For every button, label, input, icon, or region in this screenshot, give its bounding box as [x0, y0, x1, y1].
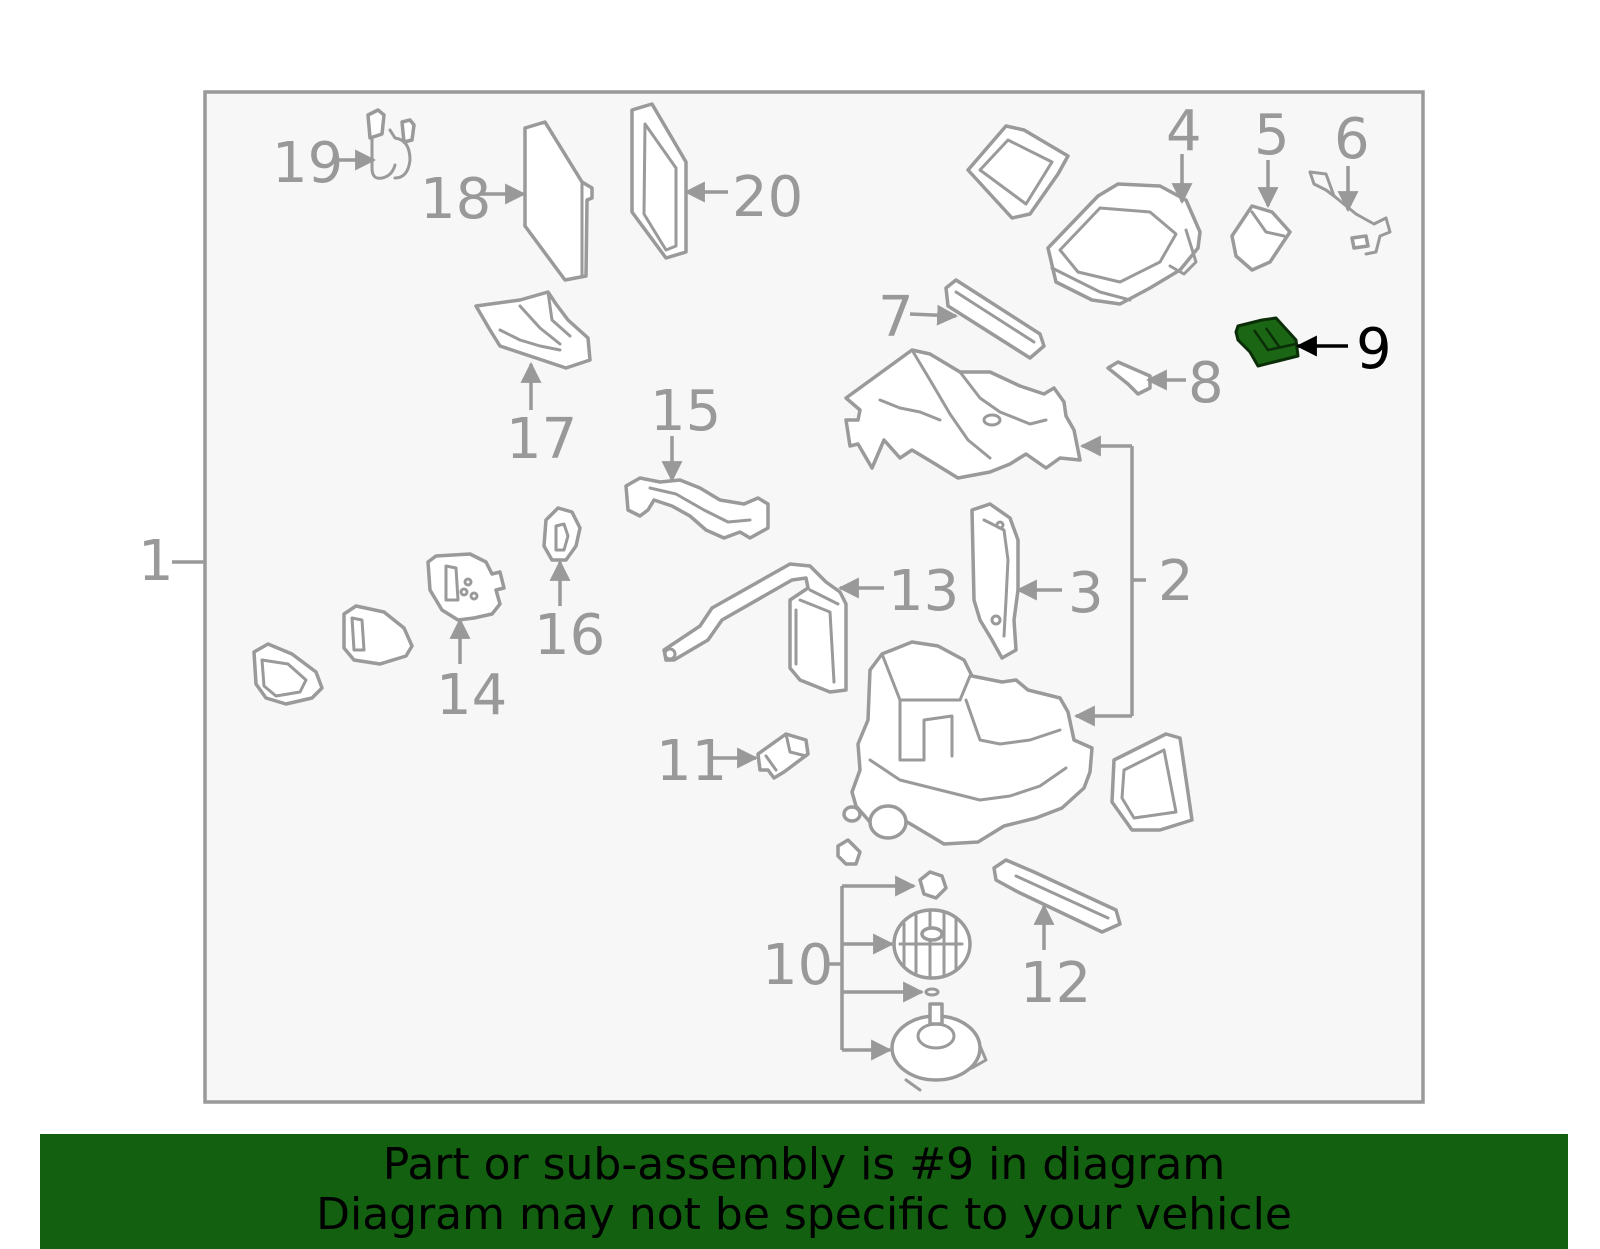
- svg-text:20: 20: [732, 165, 803, 230]
- part-6[interactable]: [1308, 170, 1392, 256]
- callout-19[interactable]: 19: [272, 131, 377, 196]
- callout-8[interactable]: 8: [1145, 351, 1224, 416]
- svg-text:1: 1: [138, 529, 174, 594]
- part-2-upper-housing[interactable]: [844, 348, 1082, 480]
- callout-12[interactable]: 12: [1020, 903, 1091, 1016]
- callout-5[interactable]: 5: [1254, 103, 1290, 209]
- svg-text:15: 15: [650, 379, 721, 444]
- callout-2[interactable]: 2: [1073, 435, 1194, 727]
- callout-20[interactable]: 20: [683, 165, 803, 230]
- svg-text:3: 3: [1068, 561, 1104, 626]
- svg-text:13: 13: [888, 559, 959, 624]
- callout-13[interactable]: 13: [837, 559, 959, 624]
- part-16[interactable]: [542, 506, 582, 562]
- part-11[interactable]: [756, 732, 810, 780]
- part-10[interactable]: [890, 870, 988, 1092]
- part-5[interactable]: [1230, 204, 1292, 272]
- svg-text:12: 12: [1020, 951, 1091, 1016]
- callout-18[interactable]: 18: [420, 167, 527, 232]
- banner-line-2: Diagram may not be specific to your vehi…: [316, 1189, 1292, 1240]
- callout-9[interactable]: 9: [1295, 317, 1392, 382]
- part-13[interactable]: [662, 562, 848, 694]
- callout-7[interactable]: 7: [878, 285, 959, 350]
- part-20[interactable]: [630, 102, 688, 260]
- callout-16[interactable]: 16: [534, 559, 605, 668]
- callout-4[interactable]: 4: [1166, 99, 1202, 205]
- svg-text:14: 14: [436, 663, 507, 728]
- part-14[interactable]: [252, 552, 506, 706]
- svg-text:17: 17: [506, 407, 577, 472]
- callout-14[interactable]: 14: [436, 617, 507, 728]
- callout-17[interactable]: 17: [506, 361, 577, 472]
- svg-text:5: 5: [1254, 103, 1290, 168]
- svg-text:7: 7: [878, 285, 914, 350]
- callout-1[interactable]: 1: [138, 529, 205, 594]
- svg-text:10: 10: [762, 933, 833, 998]
- part-3[interactable]: [970, 502, 1020, 660]
- part-18[interactable]: [523, 120, 594, 282]
- callout-15[interactable]: 15: [650, 379, 721, 483]
- svg-text:4: 4: [1166, 99, 1202, 164]
- svg-text:8: 8: [1188, 351, 1224, 416]
- part-4[interactable]: [966, 124, 1202, 306]
- part-2-gasket[interactable]: [1110, 732, 1194, 832]
- part-2-lower-housing[interactable]: [836, 640, 1094, 866]
- part-9[interactable]: [1234, 316, 1300, 368]
- svg-text:2: 2: [1158, 549, 1194, 614]
- svg-text:9: 9: [1356, 317, 1392, 382]
- banner-line-1: Part or sub-assembly is #9 in diagram: [382, 1139, 1226, 1190]
- svg-text:19: 19: [272, 131, 343, 196]
- part-19[interactable]: [366, 108, 416, 180]
- part-17[interactable]: [474, 290, 592, 370]
- svg-text:6: 6: [1334, 107, 1370, 172]
- svg-text:16: 16: [534, 603, 605, 668]
- part-15[interactable]: [624, 476, 770, 540]
- callout-3[interactable]: 3: [1015, 561, 1104, 626]
- svg-text:11: 11: [656, 729, 727, 794]
- callout-10[interactable]: 10: [762, 875, 925, 1061]
- callout-11[interactable]: 11: [656, 729, 759, 794]
- svg-text:18: 18: [420, 167, 491, 232]
- callout-6[interactable]: 6: [1334, 107, 1370, 213]
- part-12[interactable]: [992, 858, 1122, 934]
- info-banner: Part or sub-assembly is #9 in diagram Di…: [40, 1134, 1568, 1249]
